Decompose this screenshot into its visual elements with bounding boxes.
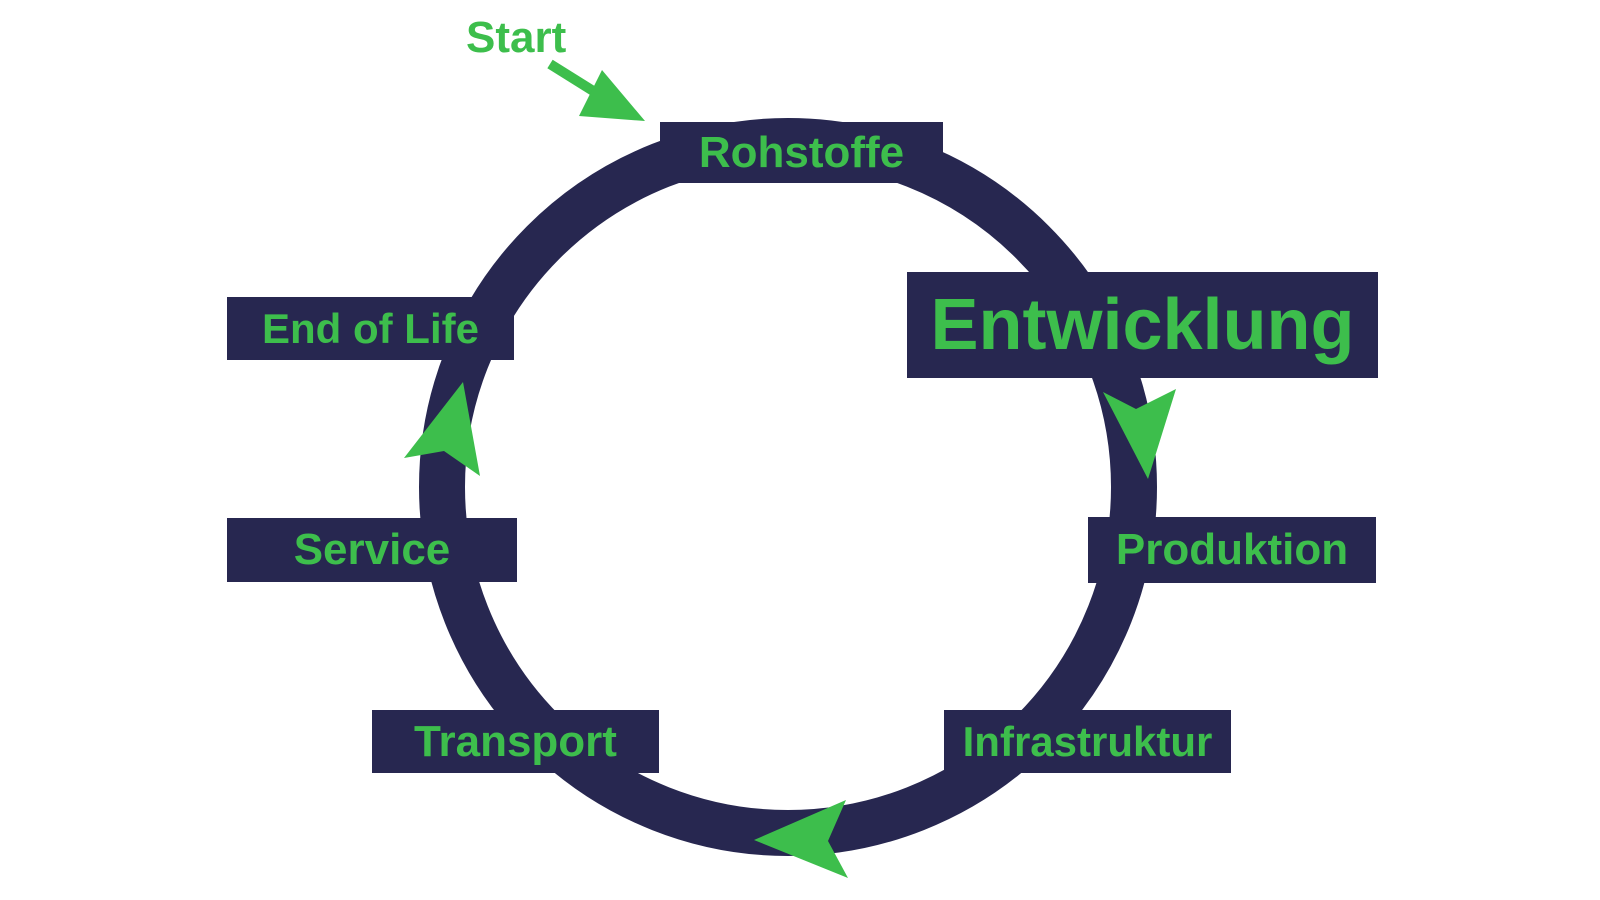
stage-entwicklung: Entwicklung: [907, 272, 1378, 378]
stage-entwicklung-label: Entwicklung: [930, 285, 1355, 365]
stage-service-label: Service: [293, 525, 451, 574]
stage-transport-label: Transport: [414, 716, 617, 766]
stage-rohstoffe: Rohstoffe: [660, 122, 943, 183]
stage-end-of-life: End of Life: [227, 297, 514, 360]
stage-end-of-life-label: End of Life: [262, 304, 479, 352]
stage-rohstoffe-label: Rohstoffe: [698, 127, 905, 177]
flow-arrow-up-icon: [404, 382, 480, 476]
stage-infrastruktur: Infrastruktur: [944, 710, 1231, 773]
stage-infrastruktur-label: Infrastruktur: [962, 717, 1213, 765]
flow-arrow-left-icon: [754, 800, 848, 878]
stage-transport: Transport: [372, 710, 659, 773]
flow-arrow-down-icon: [1103, 389, 1176, 479]
start-arrow-head-icon: [579, 70, 645, 121]
stage-service: Service: [227, 518, 517, 582]
stage-produktion-label: Produktion: [1115, 525, 1349, 574]
stage-produktion: Produktion: [1088, 517, 1376, 583]
start-label: Start: [466, 13, 567, 62]
